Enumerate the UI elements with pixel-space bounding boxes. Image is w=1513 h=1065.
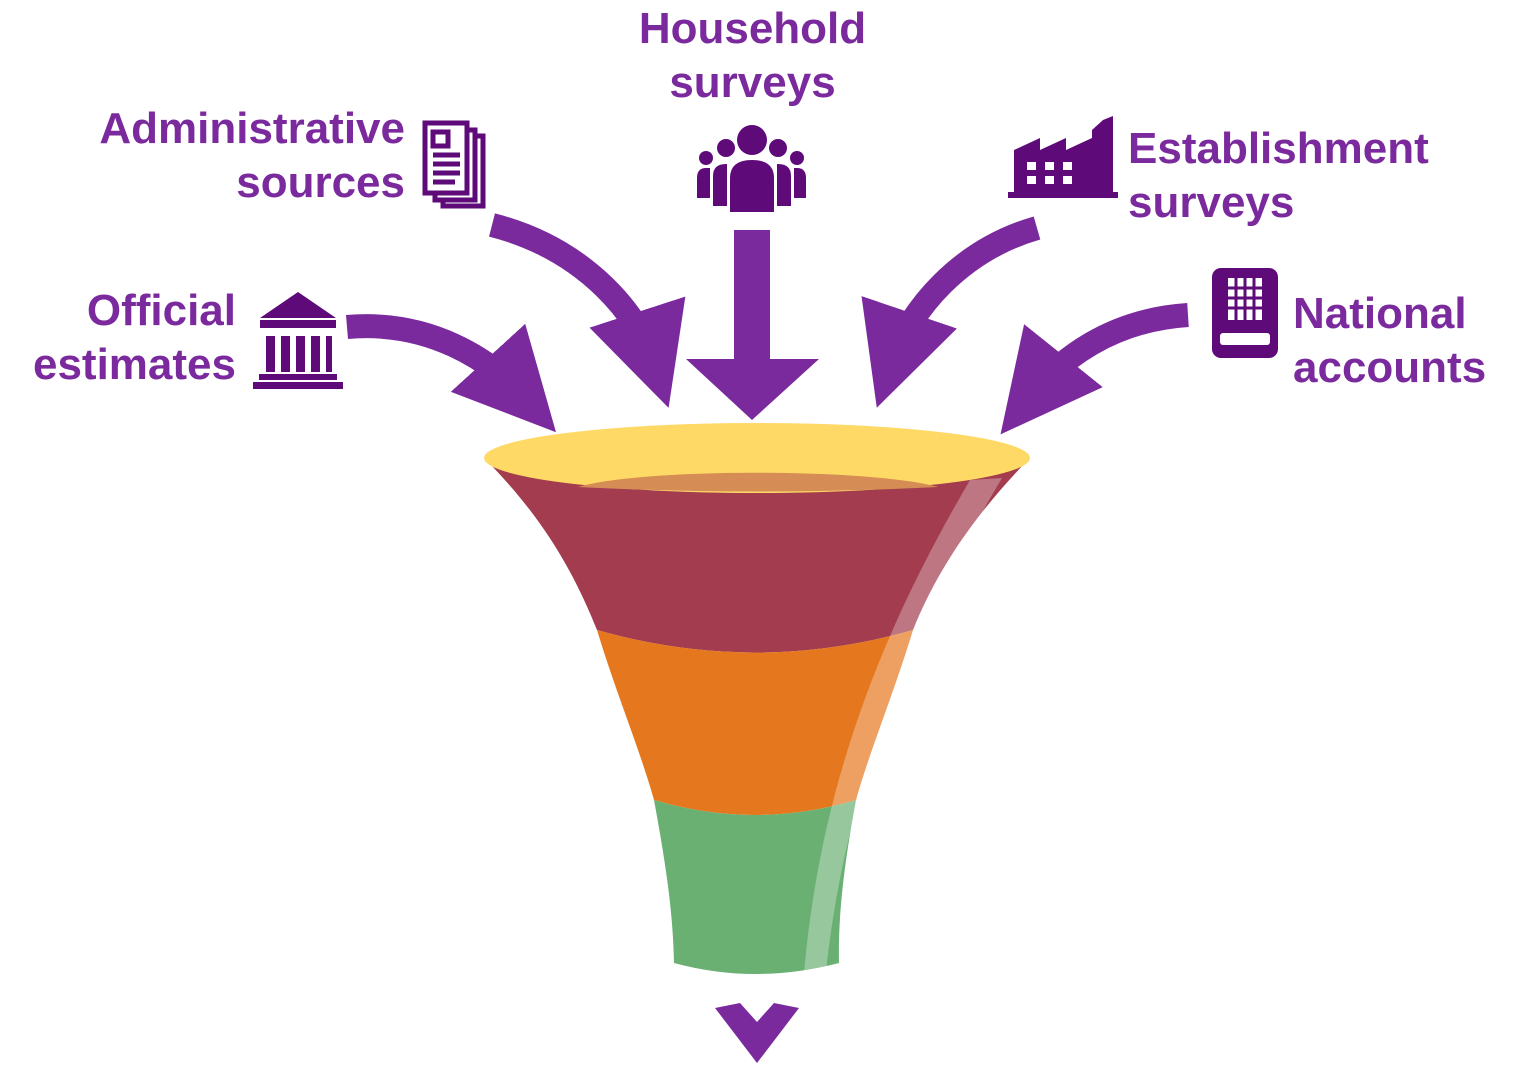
label-national-accounts: National accounts [1293,287,1508,395]
label-national-line1: National [1293,289,1467,338]
arrow-official [345,314,557,433]
calculator-icon [1212,268,1278,358]
label-household-surveys: Household surveys [600,2,905,110]
chevron-down-icon [715,1003,799,1063]
bank-building-icon [253,292,343,389]
funnel-inner-opening [578,472,938,492]
label-official-estimates: Official estimates [0,284,236,392]
label-establishment-line1: Establishment [1128,124,1429,173]
label-establishment-surveys: Establishment surveys [1128,122,1498,230]
label-household-line1: Household [638,4,867,53]
label-administrative-line1: Administrative [99,104,405,153]
funnel-rim [484,423,1030,493]
label-official-line1: Official [86,286,236,335]
funnel-bottom-band [654,800,856,974]
arrow-household-head [686,359,819,420]
label-administrative-sources: Administrative sources [60,102,405,210]
label-administrative-line2: sources [236,158,405,207]
arrow-administrative [488,213,686,408]
funnel-highlight [804,478,1002,974]
arrow-national [1000,303,1189,435]
factory-icon [1008,116,1118,198]
label-official-line2: estimates [32,340,236,389]
arrows [345,213,1189,435]
label-household-line2: surveys [669,58,836,107]
funnel-top-band [488,462,1026,653]
arrow-household-shaft [734,230,770,365]
documents-icon [422,120,486,209]
funnel-middle-band [597,630,913,815]
people-group-icon [697,125,806,212]
arrow-establishment [861,216,1041,408]
label-national-line2: accounts [1293,343,1487,392]
label-establishment-line2: surveys [1128,178,1295,227]
